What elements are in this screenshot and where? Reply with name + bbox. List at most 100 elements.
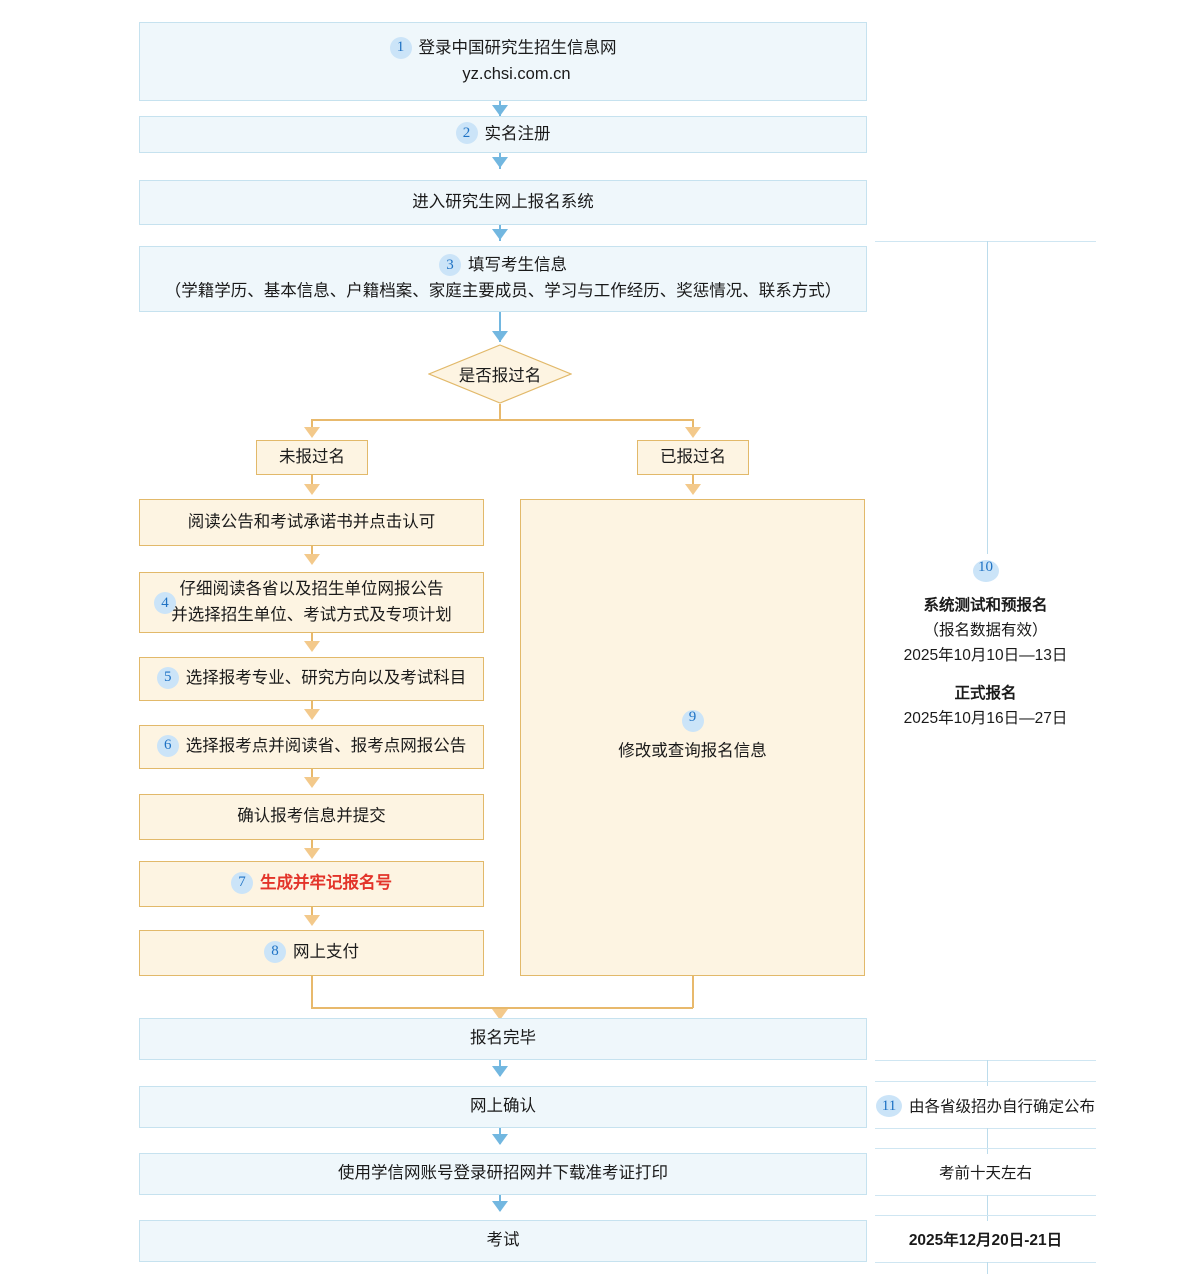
arrow-ls2-ls3 (304, 709, 320, 720)
flow-node-enter-system[interactable]: 进入研究生网上报名系统 (139, 180, 867, 225)
flow-node-confirm-submit[interactable]: 确认报考信息并提交 (139, 794, 484, 840)
line-ls3-ls4 (311, 769, 313, 784)
arrow-left-branch-to-step (304, 484, 320, 495)
arrow-1-2 (492, 105, 508, 116)
timeline-rule-bottom (875, 1262, 1096, 1263)
tail-2-label: 使用学信网账号登录研招网并下载准考证打印 (338, 1164, 668, 1183)
decision-has-registered[interactable]: 是否报过名 (428, 344, 572, 404)
timeline-rule-5 (875, 1195, 1096, 1196)
line-right-branch-to-step (692, 475, 694, 491)
arrow-branch-right (685, 427, 701, 438)
tail-3-label: 考试 (486, 1231, 520, 1250)
step-badge-9: 9 (681, 709, 704, 732)
step-badge-5: 5 (156, 666, 179, 689)
node-fill-info-title: 填写考生信息 (468, 256, 567, 275)
timeline-rule-6 (875, 1215, 1096, 1216)
flow-node-online-payment[interactable]: 8 网上支付 (139, 930, 484, 976)
step-badge-10: 10 (972, 560, 999, 583)
flow-node-registration-complete[interactable]: 报名完毕 (139, 1018, 867, 1060)
left-step-1-line1: 仔细阅读各省以及招生单位网报公告 (179, 579, 444, 598)
branch-right-text: 已报过名 (660, 447, 726, 466)
flow-node-read-announcement[interactable]: 阅读公告和考试承诺书并点击认可 (139, 499, 484, 546)
timeline-registration-title: 系统测试和预报名 (923, 597, 1048, 615)
flow-node-online-confirm[interactable]: 网上确认 (139, 1086, 867, 1128)
timeline-axis-seg-4 (987, 1262, 988, 1274)
flow-node-select-institution[interactable]: 4 仔细阅读各省以及招生单位网报公告 并选择招生单位、考试方式及专项计划 (139, 572, 484, 633)
step-badge-1: 1 (389, 36, 412, 59)
flow-node-exam[interactable]: 考试 (139, 1220, 867, 1262)
arrow-merge-to-done (492, 1009, 508, 1020)
timeline-rule-1 (875, 1060, 1096, 1061)
line-ls1-ls2 (311, 633, 313, 648)
arrow-ls1-ls2 (304, 641, 320, 652)
timeline-rule-top (875, 241, 1096, 242)
node-login-line1: 登录中国研究生招生信息网 (418, 38, 617, 57)
node-enter-system-label: 进入研究生网上报名系统 (412, 192, 594, 211)
timeline-formal-date: 2025年10月16日—27日 (903, 709, 1068, 727)
flow-node-download-admission-ticket[interactable]: 使用学信网账号登录研招网并下载准考证打印 (139, 1153, 867, 1195)
left-step-2-label: 选择报考专业、研究方向以及考试科目 (185, 669, 467, 688)
line-decision-down (499, 404, 501, 420)
arrow-tail0-tail1 (492, 1066, 508, 1077)
branch-label-not-registered[interactable]: 未报过名 (256, 440, 368, 475)
step-badge-3: 3 (439, 254, 461, 277)
decision-label: 是否报过名 (458, 367, 542, 385)
line-branch-left-down (311, 419, 313, 434)
timeline-axis-seg-1 (987, 1060, 988, 1086)
flow-node-select-major[interactable]: 5 选择报考专业、研究方向以及考试科目 (139, 657, 484, 701)
arrow-3-4 (492, 229, 508, 240)
left-step-0-label: 阅读公告和考试承诺书并点击认可 (187, 512, 436, 531)
timeline-rule-2 (875, 1081, 1096, 1082)
arrow-ls5-ls6 (304, 915, 320, 926)
timeline-axis-seg-2 (987, 1128, 988, 1154)
branch-left-text: 未报过名 (279, 447, 345, 466)
branch-label-already-registered[interactable]: 已报过名 (637, 440, 749, 475)
flow-node-fill-info[interactable]: 3 填写考生信息 （学籍学历、基本信息、户籍档案、家庭主要成员、学习与工作经历、奖… (139, 246, 867, 312)
arrow-2-3 (492, 157, 508, 168)
arrow-tail1-tail2 (492, 1134, 508, 1145)
arrow-4-decision (492, 331, 508, 342)
line-merge-left-down (311, 976, 313, 1008)
step-badge-11: 11 (875, 1095, 902, 1118)
line-branch-right-down (692, 419, 694, 434)
timeline-axis-upper (987, 241, 988, 554)
left-step-6-label: 网上支付 (293, 943, 359, 962)
timeline-exam-text: 2025年12月20日-21日 (908, 1232, 1063, 1250)
timeline-registration-date: 2025年10月10日—13日 (903, 647, 1068, 665)
timeline-admit-text: 考前十天左右 (938, 1165, 1032, 1183)
arrow-ls3-ls4 (304, 777, 320, 788)
line-merge-right-down (692, 976, 694, 1008)
timeline-rule-4 (875, 1148, 1096, 1149)
timeline-admission-ticket-period: 考前十天左右 (875, 1153, 1096, 1195)
line-ls4-ls5 (311, 840, 313, 855)
tail-1-label: 网上确认 (470, 1097, 536, 1116)
timeline-registration-subtitle: （报名数据有效） (923, 622, 1048, 640)
flow-node-modify-query-info[interactable]: 9 修改或查询报名信息 (520, 499, 865, 976)
left-step-1-line2: 并选择招生单位、考试方式及专项计划 (171, 605, 452, 624)
left-step-5-label: 生成并牢记报名号 (260, 874, 392, 893)
step-badge-8: 8 (264, 940, 286, 963)
line-ls2-ls3 (311, 701, 313, 716)
node-fill-info-detail: （学籍学历、基本信息、户籍档案、家庭主要成员、学习与工作经历、奖惩情况、联系方式… (164, 282, 842, 300)
step-badge-6: 6 (156, 734, 179, 757)
diamond-shape (428, 344, 572, 404)
timeline-axis-seg-3 (987, 1195, 988, 1221)
line-merge-horizontal (311, 1007, 693, 1009)
timeline-rule-3 (875, 1128, 1096, 1129)
step-badge-4: 4 (154, 592, 176, 614)
step-badge-2: 2 (455, 122, 478, 145)
line-ls0-ls1 (311, 546, 313, 561)
left-step-4-label: 确认报考信息并提交 (237, 807, 386, 826)
timeline-registration-period: 10 系统测试和预报名 （报名数据有效） 2025年10月10日—13日 正式报… (875, 556, 1096, 736)
timeline-confirm-text: 由各省级招办自行确定公布 (908, 1098, 1095, 1116)
right-step-label: 修改或查询报名信息 (618, 741, 767, 760)
arrow-ls4-ls5 (304, 848, 320, 859)
timeline-exam-date: 2025年12月20日-21日 (875, 1220, 1096, 1262)
arrow-branch-left (304, 427, 320, 438)
line-ls5-ls6 (311, 907, 313, 922)
